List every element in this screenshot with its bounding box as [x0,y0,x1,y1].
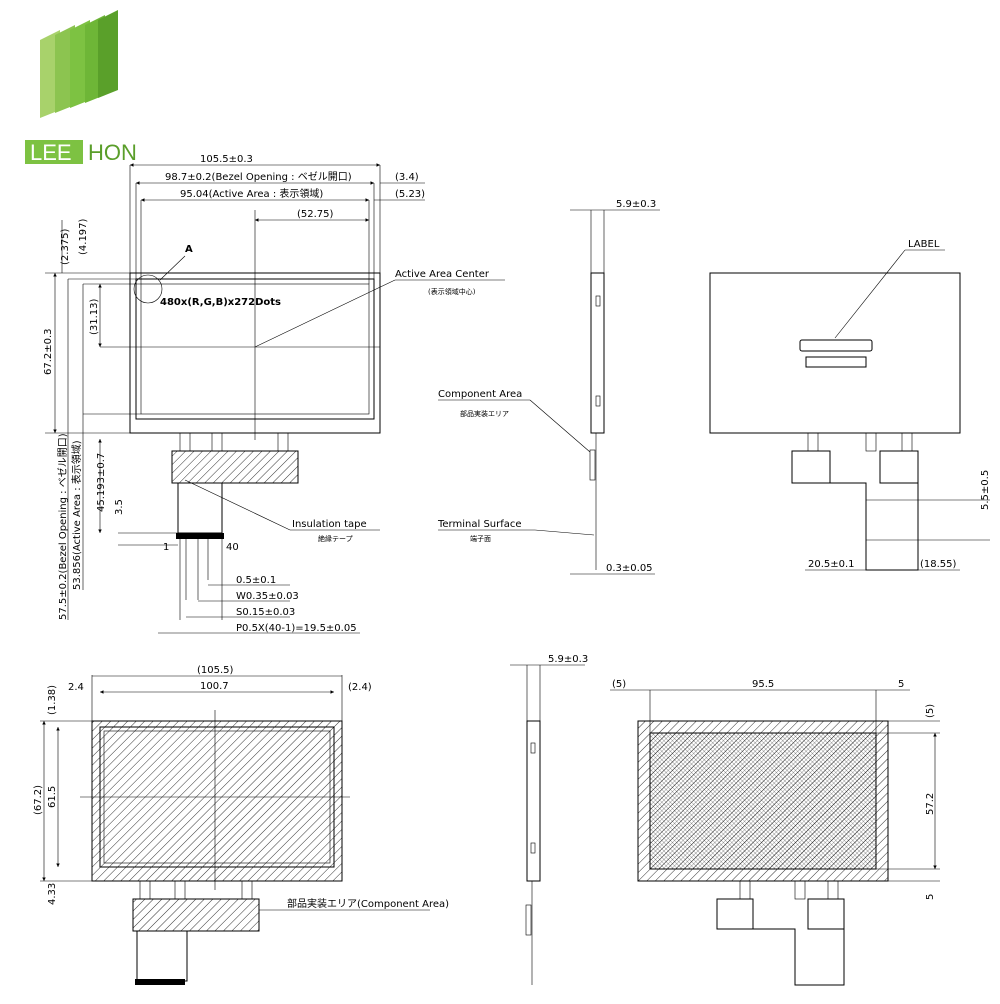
label-rect [799,339,873,352]
dim-2-4-right: (2.4) [348,682,372,693]
dim-5-right: 5 [898,679,904,690]
dim-20-5: 20.5±0.1 [808,559,855,570]
dim-67-2: (67.2) [33,785,44,815]
pin-40: 40 [226,542,239,553]
dim-2-4-left: 2.4 [68,682,84,693]
leehon-logo: LEE HON [25,10,137,165]
insulation-tape-label: Insulation tape [292,519,367,530]
dim-terminal-thickness: 0.3±0.05 [606,563,653,574]
dim-right-5-23: (5.23) [395,189,425,200]
bottom-side-view: 5.9±0.3 [510,654,588,985]
insulation-tape-jp: 絶縁テープ [318,534,353,543]
detail-a-label: A [185,244,193,255]
dim-2-375: (2.375) [60,228,71,265]
dim-57-2: 57.2 [925,793,936,815]
logo-lee-bg [25,140,83,164]
dim-w-0-35: W0.35±0.03 [236,591,299,602]
dim-1-38: (1.38) [47,685,58,715]
component-area-jp: 部品実装エリア [460,409,509,418]
resolution-text: 480x(R,G,B)x272Dots [160,297,281,308]
front-view: A 480x(R,G,B)x272Dots 105.5±0.3 98.7±0.2… [43,154,505,634]
dim-half-active: (52.75) [297,209,334,220]
logo-hon-text: HON [88,140,137,165]
dim-4-197: (4.197) [78,218,89,255]
fpc-tail [177,482,223,534]
dim-active-area-w: 95.04(Active Area : 表示領域) [180,187,323,200]
bottom-back-view: (5) 95.5 5 (5) 57.2 5 [610,679,940,986]
dim-5-bottom: 5 [925,894,936,900]
dim-95-5: 95.5 [752,679,774,690]
dim-bezel-opening-h: 57.5±0.2(Bezel Opening : ベゼル開口) [57,433,69,620]
logo-lee-text: LEE [30,140,72,165]
dim-pitch: P0.5X(40-1)=19.5±0.05 [236,623,357,634]
dim-18-55: (18.55) [920,559,957,570]
dim-0-5: 0.5±0.1 [236,575,276,586]
side-view-top: 5.9±0.3 0.3±0.05 Component Area 部品実装エリア … [437,199,660,575]
dim-5-top: (5) [925,704,936,718]
dim-height-67-2: 67.2±0.3 [43,328,54,375]
dim-active-area-h: 53.856(Active Area : 表示領域) [70,440,83,590]
dim-5-5: 5.5±0.5 [980,470,991,510]
fpc-stiffener [171,450,299,484]
dim-right-3-4: (3.4) [395,172,419,183]
fpc-contacts [176,533,224,539]
terminal-surface-jp: 端子面 [470,534,491,543]
label-text: LABEL [908,239,940,250]
dim-s-0-15: S0.15±0.03 [236,607,295,618]
back-view-top: LABEL 5.5±0.5 20.5±0.1 (18.55) [709,239,991,571]
terminal-surface-label: Terminal Surface [437,519,522,530]
dim-thickness-bottom: 5.9±0.3 [548,654,588,665]
active-area-center-label: Active Area Center [395,269,490,280]
dim-overall-width: 105.5±0.3 [200,154,253,165]
dim-thickness: 5.9±0.3 [616,199,656,210]
dim-100-7: 100.7 [200,681,229,692]
component-area-label-bottom: 部品実装エリア(Component Area) [287,897,449,910]
bottom-front-view: (105.5) 100.7 2.4 (2.4) (67.2) 61.5 (1.3… [33,665,449,985]
component-area-label: Component Area [438,389,522,400]
dim-4-33: 4.33 [47,883,58,905]
dim-bezel-opening-w: 98.7±0.2(Bezel Opening : ベゼル開口) [165,171,352,183]
dim-3-5: 3.5 [114,499,125,515]
dim-61-5: 61.5 [47,786,58,808]
pin-1: 1 [163,542,169,553]
dim-31-13: (31.13) [89,298,100,335]
dim-105-5: (105.5) [197,665,234,676]
dim-5-left: (5) [612,679,626,690]
active-area-center-jp: (表示領域中心) [428,287,476,296]
detail-a-circle [133,274,163,304]
dim-fpc-length: 45.193±0.7 [96,453,107,512]
